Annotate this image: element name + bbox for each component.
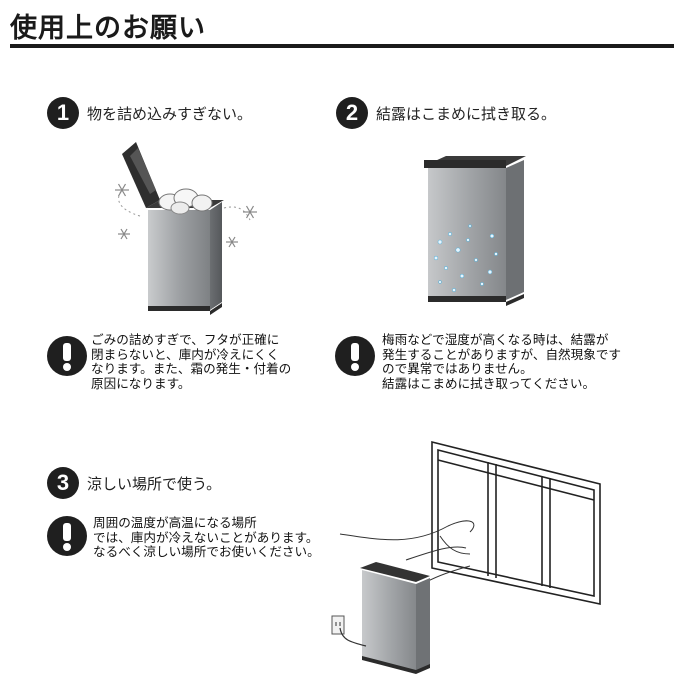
window-illustration xyxy=(431,440,601,605)
title-rule xyxy=(10,44,674,48)
number-badge-2: 2 xyxy=(336,97,368,129)
heading-2: 結露はこまめに拭き取る。 xyxy=(376,105,557,123)
overfilled-bin-illustration xyxy=(115,142,257,315)
number-badge-3: 3 xyxy=(47,467,79,499)
exclamation-icon-3 xyxy=(47,516,87,556)
note-3: 周囲の温度が高温になる場所 では、庫内が冷えないことがあります。 なるべく涼しい… xyxy=(93,515,320,559)
heading-3: 涼しい場所で使う。 xyxy=(87,475,222,493)
cool-place-illustration xyxy=(331,440,601,674)
exclamation-icon-1 xyxy=(47,336,87,376)
note-2: 梅雨などで湿度が高くなる時は、結露が 発生することがありますが、自然現象です の… xyxy=(382,332,622,391)
condensation-bin-illustration xyxy=(424,156,526,306)
heading-1: 物を詰め込みすぎない。 xyxy=(87,105,253,123)
number-badge-1: 1 xyxy=(47,97,79,129)
page-title: 使用上のお願い xyxy=(10,13,206,44)
exclamation-icon-2 xyxy=(335,336,375,376)
power-outlet-icon xyxy=(331,615,345,635)
note-1: ごみの詰めすぎで、フタが正確に 閉まらないと、庫内が冷えにくく なります。また、… xyxy=(91,332,292,391)
